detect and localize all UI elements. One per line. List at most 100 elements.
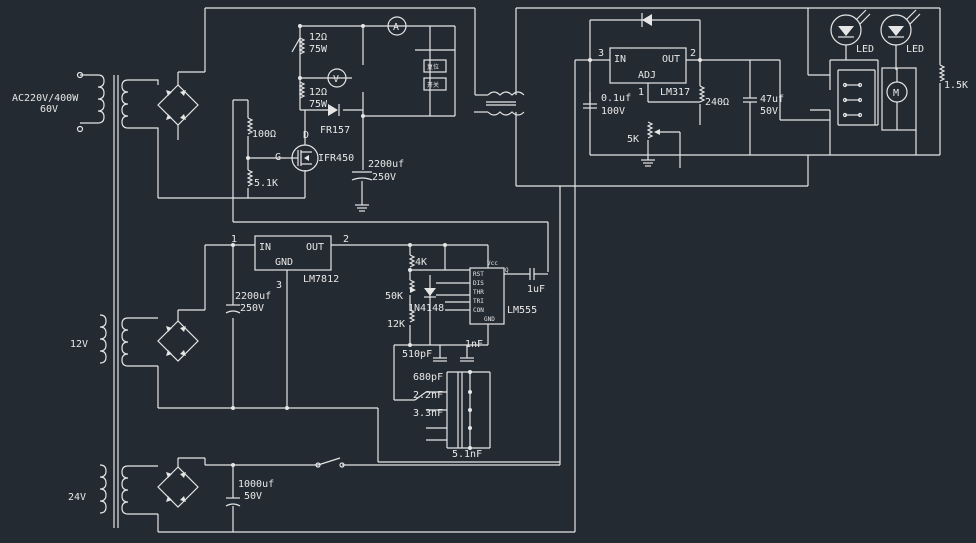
label-cap-2200-b: 2200uf — [235, 291, 271, 302]
label-mos-part: IFR450 — [318, 153, 354, 164]
label-555-vcc: Vcc — [487, 260, 498, 267]
mosfet-ifr450 — [285, 144, 319, 172]
label-led2: LED — [906, 44, 924, 55]
ammeter-icon — [387, 16, 407, 36]
timing-cap-bank — [414, 370, 491, 450]
resistor-240ohm — [698, 85, 706, 103]
label-led1: LED — [856, 44, 874, 55]
bridge-rectifier-24v — [128, 457, 205, 515]
label-12v: 12V — [70, 339, 88, 350]
led-1 — [830, 9, 871, 46]
main-transformer — [76, 71, 129, 528]
label-cap-5.1nf: 5.1nF — [452, 449, 482, 460]
label-lm317: LM317 — [660, 87, 690, 98]
ne555-section — [393, 243, 548, 401]
label-btn-top: 复位 — [427, 63, 439, 71]
bridge-rectifier-60v — [128, 71, 205, 140]
label-ac-input: AC220V/400W — [12, 93, 79, 104]
label-555-rst: RST — [473, 271, 484, 278]
label-1n4148: 1N4148 — [408, 303, 444, 314]
label-mos-d: D — [303, 130, 309, 141]
fr157-diode — [328, 104, 340, 116]
label-cap-3.3nf: 3.3nF — [413, 408, 443, 419]
label-555-thr: THR — [473, 289, 484, 296]
label-cap-510pf: 510pF — [402, 349, 432, 360]
hv-wiring — [157, 7, 488, 199]
led-2 — [880, 9, 921, 46]
voltmeter-icon — [327, 68, 347, 88]
label-r5k1: 5.1K — [254, 178, 278, 189]
isolation-transformer — [474, 8, 525, 186]
motor — [881, 67, 917, 155]
label-r240: 240Ω — [705, 97, 729, 108]
relay-switch-matrix — [808, 45, 897, 155]
reset-button[interactable] — [423, 59, 447, 73]
label-cap-1000uf: 1000uf — [238, 479, 274, 490]
resistor-12ohm-75w — [298, 37, 306, 99]
label-555-gnd: GND — [484, 316, 495, 323]
label-555-tri: TRI — [473, 298, 484, 305]
label-r12-b: 12Ω — [309, 87, 327, 98]
label-r100: 100Ω — [252, 129, 276, 140]
label-lm7812-in: IN — [259, 242, 271, 253]
label-fr157: FR157 — [320, 125, 350, 136]
label-cap-100v: 100V — [601, 106, 625, 117]
control-buttons: 复位 开关 — [415, 49, 455, 91]
label-cap-2.2nf: 2.2nF — [413, 390, 443, 401]
label-lm317-out: OUT — [662, 54, 680, 65]
label-555-dis: DIS — [473, 280, 484, 287]
24v-section — [157, 186, 576, 533]
label-cap-1nf: 1nF — [465, 339, 483, 350]
label-lm7812: LM7812 — [303, 274, 339, 285]
label-cap-2200-a: 2200uf — [368, 159, 404, 170]
label-lm317-pin3: 3 — [598, 48, 604, 59]
label-cap-50v: 50V — [760, 106, 778, 117]
resistor-1.5k — [808, 7, 946, 156]
label-r75-b: 75W — [309, 99, 328, 110]
label-lm7812-gnd: GND — [275, 257, 293, 268]
cap-47uf — [743, 60, 757, 155]
bridge-rectifier-12v — [128, 309, 205, 367]
label-r75-a: 75W — [309, 44, 328, 55]
label-555-con: CON — [473, 307, 484, 314]
label-lm317-pin2: 2 — [690, 48, 696, 59]
cap-2200uf-250v-b — [225, 304, 241, 314]
label-r12-a: 12Ω — [309, 32, 327, 43]
label-lm7812-out: OUT — [306, 242, 324, 253]
label-btn-bottom: 开关 — [427, 81, 439, 89]
label-24v: 24V — [68, 492, 86, 503]
label-r12k: 12K — [387, 319, 405, 330]
label-voltmeter: V — [333, 74, 339, 85]
cap-0.1uf — [583, 92, 597, 109]
pot-5k — [641, 121, 681, 168]
label-lm555: LM555 — [507, 305, 537, 316]
label-cap-47uf: 47uf — [760, 94, 784, 105]
label-cap-1uf: 1uF — [527, 284, 545, 295]
lm317-section — [516, 7, 830, 465]
label-cap-680pf: 680pF — [413, 372, 443, 383]
lm7812-section — [157, 235, 560, 463]
label-lm317-adj: ADJ — [638, 70, 656, 81]
label-cap-250-a: 250V — [372, 172, 396, 183]
label-r4k: 4K — [415, 257, 427, 268]
label-lm317-pin1: 1 — [638, 87, 644, 98]
switch-button[interactable] — [423, 77, 447, 91]
label-r1k5: 1.5K — [944, 80, 968, 91]
label-pot50k: 50K — [385, 291, 403, 302]
label-lm317-in: IN — [614, 54, 626, 65]
label-pot5k: 5K — [627, 134, 639, 145]
label-motor: M — [893, 88, 899, 99]
label-555-out: Q — [505, 267, 509, 274]
label-ammeter: A — [393, 22, 399, 33]
label-cap-250-b: 250V — [240, 303, 264, 314]
label-ac-input-60v: 60V — [40, 104, 58, 115]
label-cap-0.1uf: 0.1uf — [601, 93, 631, 104]
label-7812-pin1: 1 — [231, 234, 237, 245]
label-7812-pin3: 3 — [276, 280, 282, 291]
gate-resistors — [232, 99, 549, 272]
label-cap-50v-b: 50V — [244, 491, 262, 502]
label-7812-pin2: 2 — [343, 234, 349, 245]
cap-2200uf-250v-a — [351, 171, 373, 212]
